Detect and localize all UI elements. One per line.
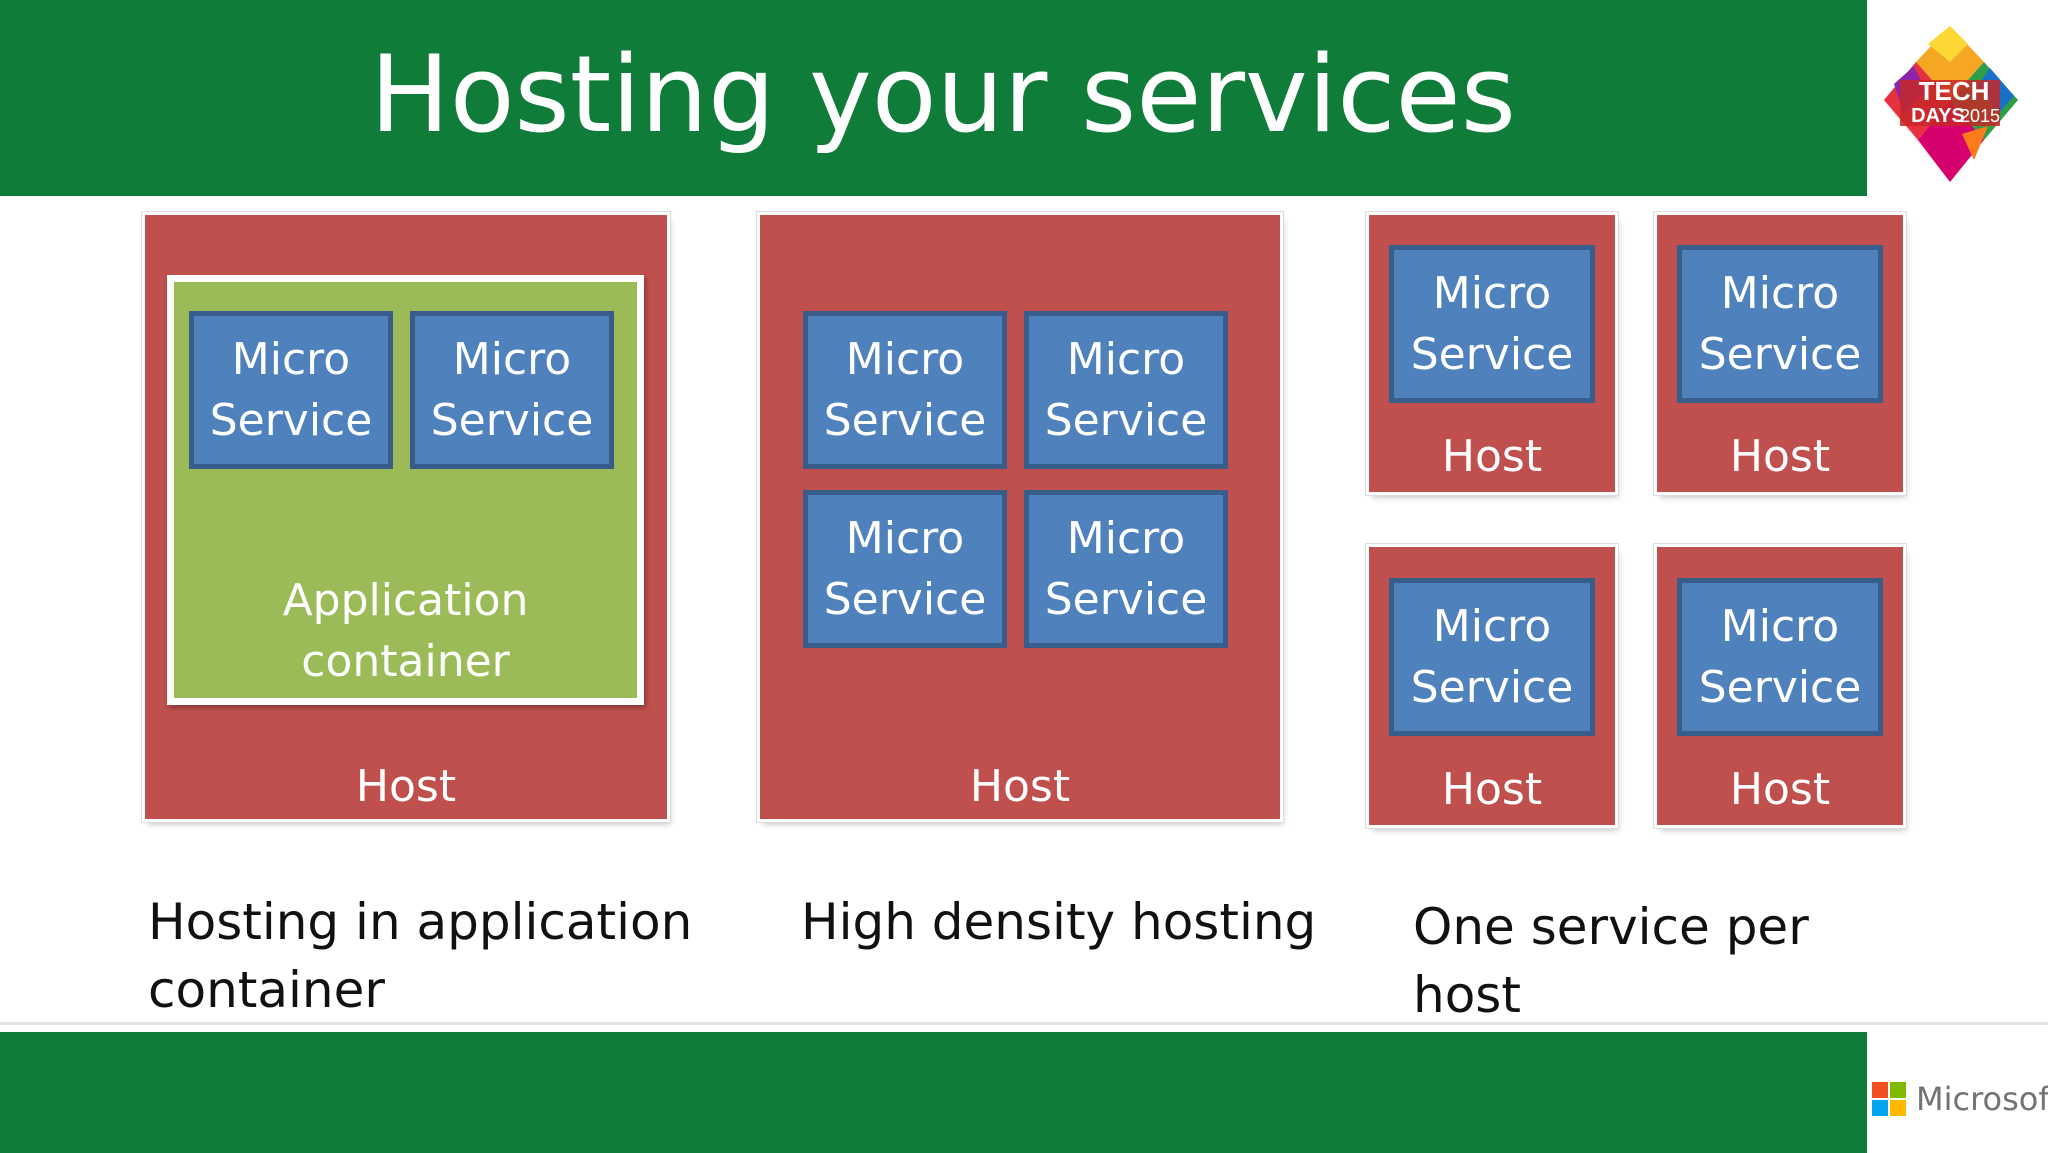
- micro-service-line2: Service: [1410, 662, 1574, 713]
- micro-service-line1: Micro: [1432, 601, 1552, 652]
- caption-line2: host: [1413, 966, 1521, 1024]
- host-label: Host: [969, 761, 1071, 812]
- micro-service-box: Micro Service: [1024, 311, 1228, 469]
- micro-service-line1: Micro: [845, 513, 965, 564]
- micro-service-line1: Micro: [845, 334, 965, 385]
- micro-service-line2: Service: [823, 395, 987, 446]
- host-label: Host: [355, 761, 457, 812]
- logo-text-days: DAYS: [1911, 105, 1965, 127]
- micro-service-box: Micro Service: [803, 490, 1007, 648]
- micro-service-line2: Service: [430, 395, 594, 446]
- micro-service-line2: Service: [1044, 395, 1208, 446]
- container-label-line2: container: [301, 636, 510, 687]
- microsoft-logo-text: Microsoft: [1916, 1080, 2048, 1118]
- micro-service-line1: Micro: [231, 334, 351, 385]
- host-label: Host: [1441, 431, 1543, 482]
- micro-service-line2: Service: [823, 574, 987, 625]
- microsoft-logo: Microsoft: [1872, 1080, 2048, 1118]
- micro-service-box: Micro Service: [1677, 245, 1883, 403]
- micro-service-line1: Micro: [1720, 601, 1840, 652]
- footer-divider: [0, 1022, 2048, 1025]
- tech-days-logo-icon: TECH DAYS 2015: [1882, 26, 2018, 182]
- microsoft-windows-icon: [1872, 1082, 1906, 1116]
- caption-app-container: Hosting in application container: [148, 888, 692, 1024]
- caption-line1: High density hosting: [801, 893, 1317, 951]
- micro-service-box: Micro Service: [1389, 578, 1595, 736]
- micro-service-line1: Micro: [1720, 268, 1840, 319]
- footer-bar: [0, 1032, 1867, 1153]
- container-label: Application container: [174, 570, 637, 692]
- slide-title: Hosting your services: [370, 33, 1516, 156]
- micro-service-box: Micro Service: [803, 311, 1007, 469]
- micro-service-line1: Micro: [1066, 334, 1186, 385]
- micro-service-line2: Service: [1044, 574, 1208, 625]
- micro-service-line1: Micro: [1066, 513, 1186, 564]
- logo-text-tech: TECH: [1919, 76, 1990, 106]
- micro-service-line1: Micro: [1432, 268, 1552, 319]
- micro-service-box: Micro Service: [1024, 490, 1228, 648]
- micro-service-line1: Micro: [452, 334, 572, 385]
- logo-text-year: 2015: [1960, 106, 2000, 126]
- micro-service-line2: Service: [1410, 329, 1574, 380]
- micro-service-box: Micro Service: [1389, 245, 1595, 403]
- host-label: Host: [1729, 764, 1831, 815]
- caption-line1: Hosting in application: [148, 893, 693, 951]
- micro-service-box: Micro Service: [189, 311, 393, 469]
- caption-high-density: High density hosting: [801, 888, 1316, 956]
- micro-service-line2: Service: [209, 395, 373, 446]
- micro-service-line2: Service: [1698, 329, 1862, 380]
- micro-service-line2: Service: [1698, 662, 1862, 713]
- host-label: Host: [1729, 431, 1831, 482]
- host-label: Host: [1441, 764, 1543, 815]
- micro-service-box: Micro Service: [1677, 578, 1883, 736]
- container-label-line1: Application: [282, 575, 529, 626]
- micro-service-box: Micro Service: [410, 311, 614, 469]
- caption-line2: container: [148, 961, 385, 1019]
- caption-one-per-host: One service per host: [1413, 893, 1809, 1029]
- caption-line1: One service per: [1413, 898, 1809, 956]
- title-bar: Hosting your services: [0, 0, 1867, 196]
